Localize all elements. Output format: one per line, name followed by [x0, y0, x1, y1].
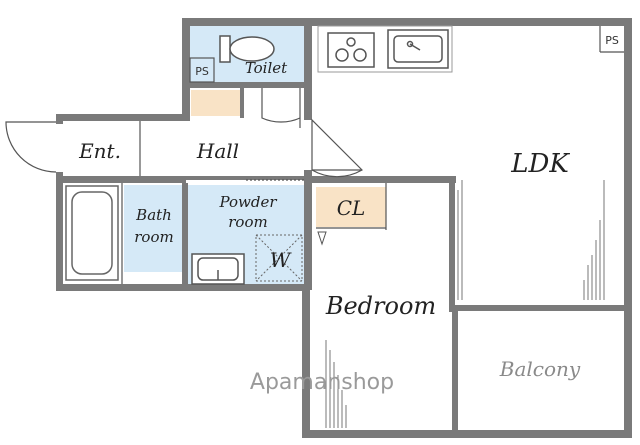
window-icon	[325, 180, 605, 428]
door-swing-icon	[5, 88, 363, 246]
watermark: Apamanshop	[250, 370, 394, 395]
bathroom-label-line2: room	[134, 228, 173, 246]
balcony-label: Balcony	[499, 357, 581, 381]
entrance-label: Ent.	[78, 139, 121, 163]
storage-shelf	[191, 90, 241, 116]
toilet-label: Toilet	[245, 59, 288, 77]
washer-label: W	[270, 248, 292, 272]
pipe-space-label: PS	[195, 65, 209, 78]
pipe-space-label: PS	[605, 34, 619, 47]
partitions	[121, 26, 624, 284]
bathroom-floor	[124, 185, 183, 272]
toilet-icon	[219, 35, 275, 63]
washer-pan-icon	[255, 234, 303, 282]
bathroom-label-line1: Bath	[135, 206, 172, 224]
closet-floor	[316, 187, 386, 227]
powder-room-label-line2: room	[228, 213, 267, 231]
washbasin-icon	[191, 253, 245, 285]
bathtub-icon	[65, 185, 119, 281]
bedroom-label: Bedroom	[325, 292, 436, 320]
hall-label: Hall	[196, 139, 239, 163]
closet-label: CL	[337, 196, 366, 220]
walls	[56, 18, 632, 438]
kitchen-counter	[317, 25, 453, 73]
ldk-label: LDK	[510, 149, 570, 179]
powder-room-label-line1: Powder	[218, 193, 277, 211]
